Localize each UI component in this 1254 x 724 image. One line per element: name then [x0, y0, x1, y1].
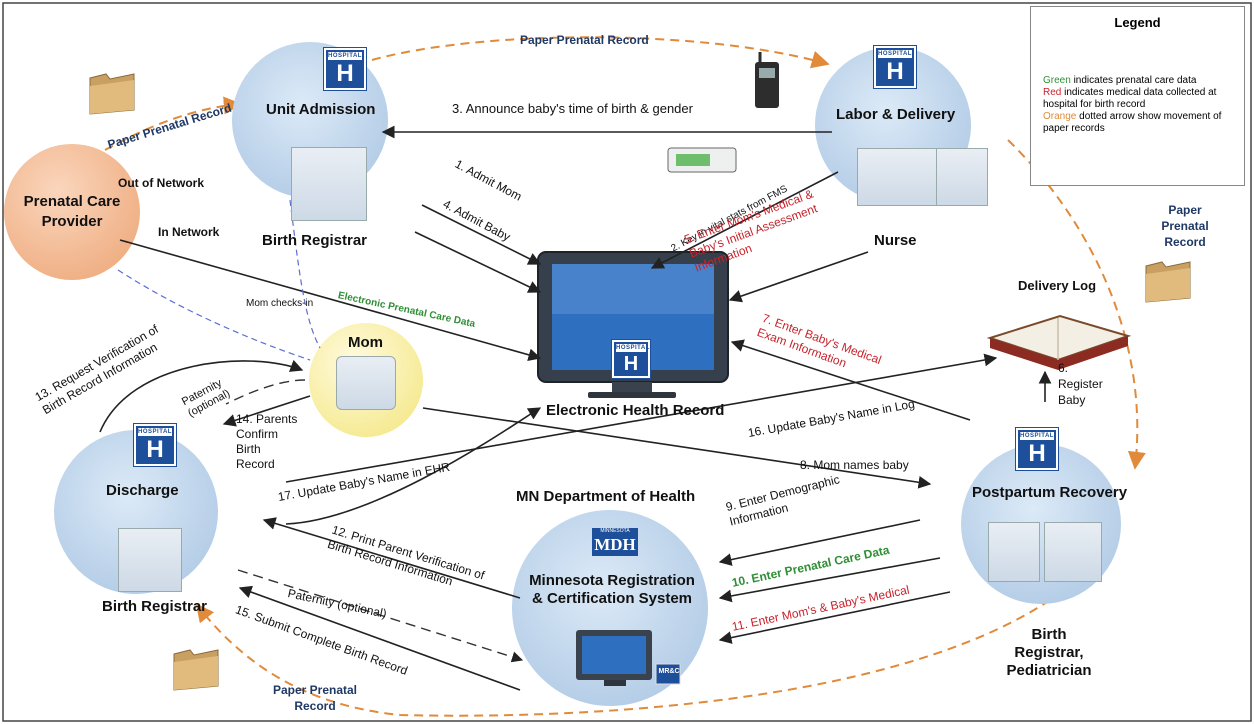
unit-admission-person: Birth Registrar [262, 232, 368, 249]
postpartum-person: Birth Registrar, Pediatrician [1006, 626, 1092, 679]
arrow-4 [414, 231, 542, 293]
mom-checkin-lines [117, 199, 321, 361]
edge-label-14: 14. Parents Confirm Birth Record [236, 412, 298, 471]
paper-folder-icon [173, 649, 219, 691]
birth-registrar-photo [291, 147, 367, 221]
prenatal-provider-circle [4, 144, 140, 280]
arrow-9 [718, 519, 921, 566]
edge-label-3: 3. Announce baby's time of birth & gende… [452, 101, 693, 116]
postpartum-title: Postpartum Recovery [972, 484, 1128, 501]
in-network-label: In Network [158, 225, 220, 239]
fetal-monitor-icon [667, 147, 737, 173]
ehr-title: Electronic Health Record [546, 402, 725, 419]
delivery-log-title: Delivery Log [1018, 278, 1097, 293]
birth-registrar-photo [988, 522, 1040, 582]
phone-icon [755, 52, 779, 108]
labor-delivery-person: Nurse [874, 232, 917, 249]
mrcs-monitor-icon [576, 630, 681, 686]
mrcs-title: Minnesota Registration & Certification S… [529, 572, 695, 607]
arrow-paternity-top [225, 379, 306, 405]
legend-box: Legend Green indicates prenatal care dat… [1030, 6, 1245, 186]
arrow-7 [730, 339, 971, 421]
arrow-8 [422, 407, 932, 489]
legend-red: Red indicates medical data collected at … [1043, 87, 1217, 110]
legend-orange: Orange dotted arrow show movement of pap… [1043, 111, 1222, 134]
mdh-logo: MINNESOTA MDH [592, 528, 638, 556]
arrow-5 [728, 251, 869, 303]
arrow-1 [421, 204, 542, 265]
paper-flow-to-admission [104, 96, 242, 151]
arrow-15 [238, 585, 521, 691]
arrow-16 [285, 353, 998, 483]
paper-folder-icon [1145, 261, 1191, 303]
nurse-photo [857, 148, 938, 206]
mom-checks-in-label: Mom checks-in [246, 298, 314, 309]
edge-label-6: 6. Register Baby [1058, 361, 1103, 407]
paper-record-label: Paper Prenatal Record [520, 33, 649, 47]
arrow-11 [718, 591, 951, 644]
mom-title: Mom [348, 334, 383, 351]
edge-label-8: 8. Mom names baby [800, 458, 909, 472]
arrow-12 [262, 517, 521, 599]
legend-green: Green indicates prenatal care data [1043, 75, 1197, 86]
mrc-badge: MR&C [658, 668, 680, 675]
arrow-13 [99, 359, 304, 433]
paper-flow-to-labor [371, 36, 830, 69]
paternity-arrows [225, 379, 524, 663]
labor-delivery-title: Labor & Delivery [836, 106, 956, 123]
paper-folder-icon [89, 73, 135, 115]
paper-flow-to-discharge [195, 599, 1051, 717]
prenatal-provider-title: Prenatal Care Provider [23, 193, 121, 230]
delivery-log-book-icon [986, 314, 1132, 370]
paper-record-label: Paper Prenatal Record [272, 683, 358, 713]
discharge-person: Birth Registrar [102, 598, 208, 615]
paper-record-label: Paper Prenatal Record [1161, 203, 1209, 249]
mdh-header: MN Department of Health [516, 488, 696, 505]
mrcs-circle [512, 510, 708, 706]
arrow-17 [285, 407, 542, 525]
arrow-10 [718, 557, 941, 603]
arrow-2 [650, 171, 839, 269]
arrow-14 [222, 395, 311, 427]
arrow-paternity-bottom [237, 569, 524, 663]
unit-admission-title: Unit Admission [266, 101, 376, 118]
mom-baby-photo [336, 356, 396, 410]
pediatrician-photo [1044, 522, 1102, 582]
birth-registrar-photo [118, 528, 182, 592]
arrow-in-network [119, 239, 542, 362]
paper-flow-to-postpartum [1007, 139, 1146, 470]
newborn-care-photo [936, 148, 988, 206]
discharge-title: Discharge [106, 482, 179, 499]
data-flow-arrows [99, 125, 1052, 691]
legend-title: Legend [1114, 15, 1161, 30]
out-of-network-label: Out of Network [118, 176, 204, 190]
